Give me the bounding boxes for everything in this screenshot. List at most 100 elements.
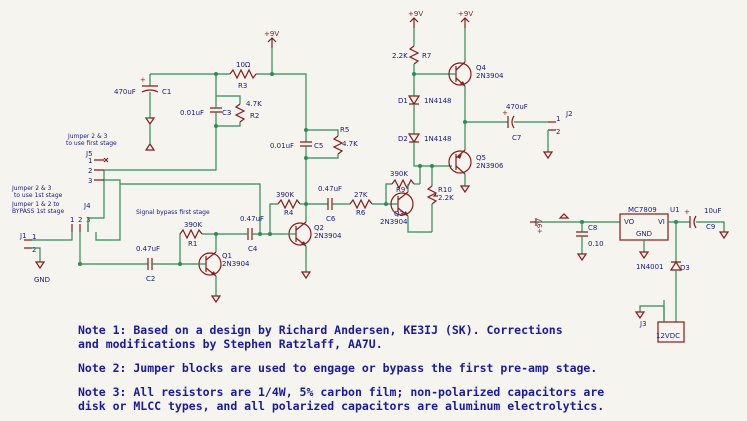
svg-text:BYPASS 1st stage: BYPASS 1st stage <box>12 208 64 215</box>
svg-text:C6: C6 <box>326 215 336 223</box>
svg-text:R10: R10 <box>438 186 452 194</box>
capacitor-c8: C8 0.10 <box>576 222 604 262</box>
svg-text:+9V: +9V <box>408 10 423 18</box>
svg-text:0.01uF: 0.01uF <box>270 142 294 150</box>
svg-text:2N3906: 2N3906 <box>476 162 504 170</box>
svg-text:4.7K: 4.7K <box>246 100 262 108</box>
svg-text:27K: 27K <box>354 191 368 199</box>
svg-text:C9: C9 <box>706 223 715 231</box>
svg-text:MC7809: MC7809 <box>628 206 657 214</box>
svg-text:1: 1 <box>32 233 36 241</box>
svg-text:R7: R7 <box>422 52 431 60</box>
resistor-r10: R10 2.2K <box>426 185 454 205</box>
svg-text:10Ω: 10Ω <box>236 61 251 69</box>
svg-text:0.47uF: 0.47uF <box>318 185 342 193</box>
svg-text:3: 3 <box>88 177 92 185</box>
connector-j2: J2 1 2 <box>548 110 573 136</box>
svg-text:J5: J5 <box>85 150 93 158</box>
connector-j5: J5 1 2 3 <box>85 150 109 185</box>
svg-text:0.01uF: 0.01uF <box>180 109 204 117</box>
svg-text:+: + <box>502 109 508 117</box>
svg-text:D3: D3 <box>680 264 690 272</box>
svg-text:R2: R2 <box>250 112 259 120</box>
svg-text:2N3904: 2N3904 <box>222 260 250 268</box>
svg-text:to use first stage: to use first stage <box>66 140 117 147</box>
svg-text:J2: J2 <box>565 110 573 118</box>
svg-text:2N3904: 2N3904 <box>314 232 342 240</box>
svg-text:C3: C3 <box>222 109 231 117</box>
svg-text:C8: C8 <box>588 224 597 232</box>
svg-text:2: 2 <box>556 128 560 136</box>
regulator-u1: MC7809 U1 VO VI GND <box>619 206 680 241</box>
svg-text:Signal bypass first stage: Signal bypass first stage <box>136 209 210 216</box>
svg-text:1N4148: 1N4148 <box>424 135 452 143</box>
svg-text:Q5: Q5 <box>476 154 486 162</box>
svg-text:U1: U1 <box>670 206 680 214</box>
svg-text:1N4001: 1N4001 <box>636 263 664 271</box>
svg-text:Q4: Q4 <box>476 64 487 72</box>
transistor-q3: Q3 2N3904 <box>380 191 414 226</box>
transistor-q1: Q1 2N3904 <box>198 251 250 277</box>
svg-text:2.2K: 2.2K <box>392 52 408 60</box>
resistor-r5: R5 4.7K <box>332 126 358 155</box>
svg-text:1: 1 <box>88 157 92 165</box>
resistor-r1: 390K R1 <box>179 221 203 248</box>
svg-text:+9V: +9V <box>458 10 473 18</box>
capacitor-c3: 0.01uF C3 <box>180 96 231 126</box>
svg-text:+9V: +9V <box>536 219 544 234</box>
svg-text:4.7K: 4.7K <box>342 140 358 148</box>
svg-text:2: 2 <box>78 216 82 224</box>
svg-text:C5: C5 <box>314 142 323 150</box>
svg-text:1N4148: 1N4148 <box>424 97 452 105</box>
resistor-r3: 10Ω R3 <box>229 61 257 90</box>
svg-text:VO: VO <box>624 218 635 226</box>
svg-text:0.10: 0.10 <box>588 240 604 248</box>
svg-text:VI: VI <box>658 218 665 226</box>
svg-text:R6: R6 <box>356 209 366 217</box>
svg-text:2: 2 <box>32 246 36 254</box>
svg-text:2: 2 <box>88 167 92 175</box>
svg-text:GND: GND <box>34 276 50 284</box>
resistor-r9: 390K R9 <box>390 170 415 194</box>
svg-text:Jumper 2 & 3: Jumper 2 & 3 <box>67 133 108 140</box>
svg-text:470uF: 470uF <box>114 88 136 96</box>
note-3-line-2: disk or MLCC types, and all polarized ca… <box>78 399 604 413</box>
svg-text:Jumper 1 & 2 to: Jumper 1 & 2 to <box>11 201 60 208</box>
vcc-symbol-q4: +9V <box>458 10 473 28</box>
svg-text:J3: J3 <box>639 320 647 328</box>
svg-text:+: + <box>140 76 146 84</box>
svg-text:R4: R4 <box>284 209 294 217</box>
transistor-q5: Q5 2N3906 <box>448 149 504 175</box>
svg-text:J4: J4 <box>83 202 91 210</box>
svg-text:C1: C1 <box>162 88 171 96</box>
svg-text:2N3904: 2N3904 <box>380 218 408 226</box>
vcc-symbol-reg: +9V <box>530 218 544 234</box>
svg-text:1: 1 <box>556 115 560 123</box>
svg-text:1: 1 <box>70 216 74 224</box>
resistor-r7: 2.2K R7 <box>392 45 431 65</box>
svg-text:2N3904: 2N3904 <box>476 72 504 80</box>
svg-text:390K: 390K <box>390 170 408 178</box>
transistor-q2: Q2 2N3904 <box>288 221 342 247</box>
svg-text:R9: R9 <box>396 186 405 194</box>
svg-text:R5: R5 <box>340 126 349 134</box>
svg-text:Jumper 2 & 3: Jumper 2 & 3 <box>11 185 52 192</box>
svg-text:10uF: 10uF <box>704 207 721 215</box>
note-1-line-2: and modifications by Stephen Ratzlaff, A… <box>78 337 383 351</box>
svg-text:C4: C4 <box>248 245 258 253</box>
connector-j3: J3 12VDC <box>639 320 685 343</box>
svg-text:+: + <box>684 208 690 216</box>
svg-text:390K: 390K <box>184 221 202 229</box>
svg-text:D2: D2 <box>398 135 408 143</box>
svg-text:D1: D1 <box>398 97 408 105</box>
svg-text:C2: C2 <box>146 275 155 283</box>
transistor-q4: Q4 2N3904 <box>448 61 504 87</box>
svg-text:Q3: Q3 <box>394 210 404 218</box>
svg-text:+9V: +9V <box>264 30 279 38</box>
svg-text:GND: GND <box>636 230 652 238</box>
svg-text:0.47uF: 0.47uF <box>240 215 264 223</box>
notes-block: Note 1: Based on a design by Richard And… <box>78 323 604 413</box>
note-2: Note 2: Jumper blocks are used to engage… <box>78 361 597 375</box>
